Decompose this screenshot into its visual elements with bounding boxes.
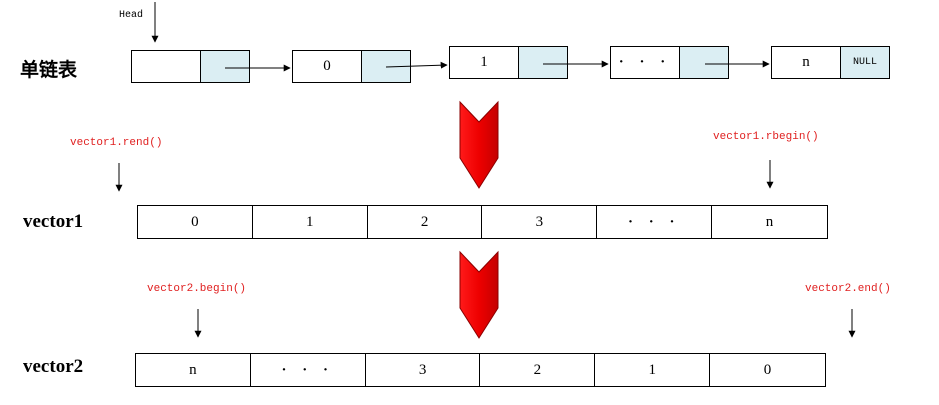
vector1-cell: 2	[368, 206, 483, 238]
node-value: 1	[450, 47, 519, 78]
vector2-begin-label: vector2.begin()	[147, 283, 247, 295]
vector2-cell: 2	[480, 354, 596, 386]
vector1-cell: · · ·	[597, 206, 713, 238]
vector2-cell: 1	[595, 354, 711, 386]
link-arrow-2	[385, 61, 448, 69]
vector2-cell: · · ·	[251, 354, 366, 386]
node-pointer	[680, 47, 728, 78]
list-node-0: 0	[292, 50, 411, 83]
vector1-cell: 3	[482, 206, 598, 238]
null-pointer: NULL	[841, 47, 889, 78]
vector1-array: 0 1 2 3 · · · n	[137, 205, 828, 239]
list-node-1: 1	[449, 46, 568, 79]
vector1-cell: n	[765, 213, 774, 230]
vector2-array: n · · · 3 2 1 0	[135, 353, 826, 387]
vector2-cell: 0	[763, 361, 772, 378]
node-pointer	[201, 51, 249, 82]
node-value: n	[772, 47, 841, 78]
vector2-label: vector2	[23, 356, 84, 377]
vector2-cell: n	[136, 354, 251, 386]
vector2-end-label: vector2.end()	[805, 283, 891, 295]
node-value	[132, 51, 201, 82]
node-value: · · ·	[611, 47, 680, 78]
list-node-n: n NULL	[771, 46, 890, 79]
vector1-cell: 1	[253, 206, 368, 238]
node-value: 0	[293, 51, 362, 82]
vector1-label: vector1	[23, 211, 84, 232]
big-red-arrow-1	[459, 100, 499, 189]
list-node-head	[131, 50, 250, 83]
linked-list-label: 单链表	[20, 60, 78, 81]
node-pointer	[519, 47, 567, 78]
vector1-cell: 0	[138, 206, 253, 238]
list-node-ellipsis: · · ·	[610, 46, 729, 79]
vector1-rbegin-label: vector1.rbegin()	[713, 131, 819, 143]
vector1-rend-label: vector1.rend()	[70, 137, 163, 149]
big-red-arrow-2	[459, 250, 499, 339]
vector2-cell: 3	[366, 354, 481, 386]
head-label: Head	[119, 10, 144, 21]
